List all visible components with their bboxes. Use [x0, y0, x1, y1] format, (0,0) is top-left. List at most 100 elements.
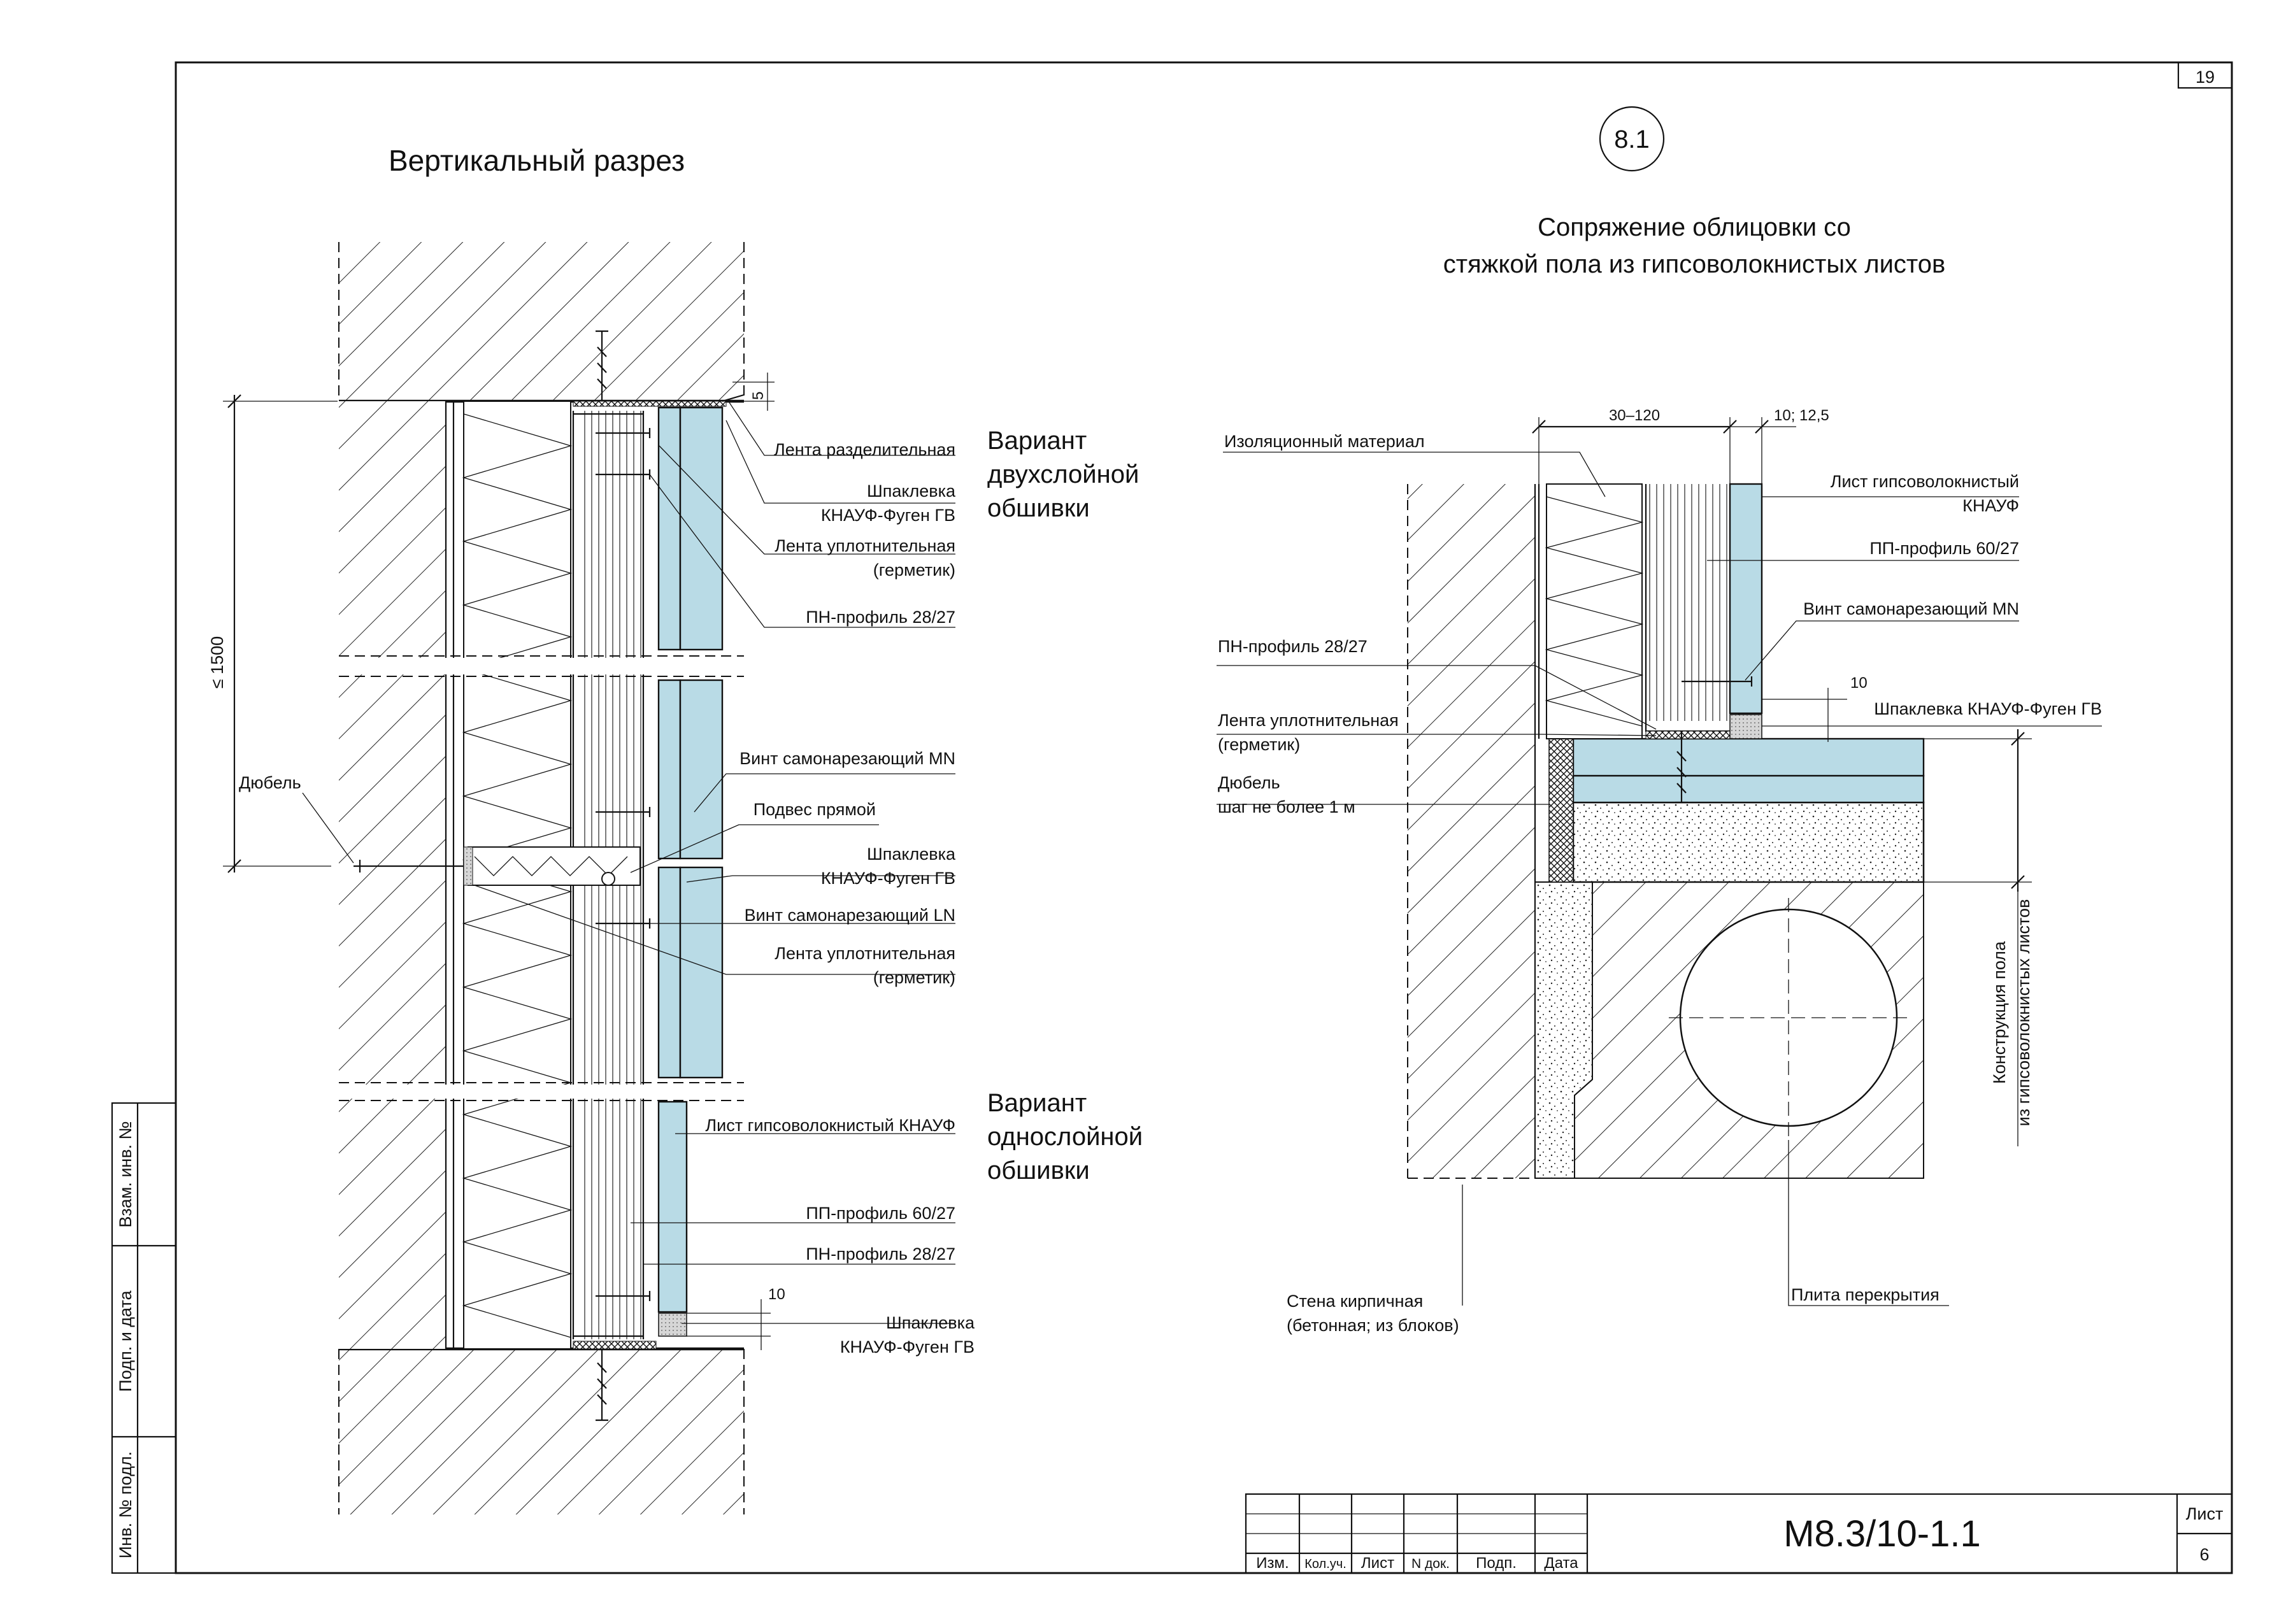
label-putty-3b: КНАУФ-Фуген ГВ — [840, 1337, 975, 1357]
side-stamp: Взам. инв. № Подп. и дата Инв. № подл. — [111, 1102, 177, 1574]
detail-number-circle — [1599, 106, 1665, 172]
label-dowel: Дюбель — [239, 773, 301, 792]
document-code: М8.3/10-1.1 — [1783, 1513, 1981, 1555]
variant-two-line3: обшивки — [987, 494, 1090, 522]
gvl-sheet-outer-top — [657, 406, 682, 651]
label-screw-ln: Винт самонарезающий LN — [745, 906, 955, 925]
label-tape-seal-2a: Лента уплотнительная — [775, 944, 955, 963]
variant-one-line1: Вариант — [987, 1089, 1087, 1117]
label-putty-1a: Шпаклевка — [867, 481, 956, 501]
gvl-sheet-single — [657, 1100, 688, 1313]
gvl-sheet-inner-low — [679, 866, 724, 1079]
right-title-line2: стяжкой пола из гипсоволокнистых листов — [1443, 250, 1946, 278]
sheet-label: Лист — [2186, 1504, 2224, 1523]
variant-two-line2: двухслойной — [987, 460, 1139, 488]
stamp-col-list: Лист — [1361, 1555, 1394, 1572]
gvl-sheet-outer-mid — [657, 679, 682, 860]
variant-one-line2: однослойной — [987, 1123, 1143, 1151]
edge-tape — [1548, 738, 1574, 883]
vertical-section: ≤ 1500 5 10 — [208, 242, 1143, 1514]
side-label-inv: Инв. № подл. — [116, 1451, 135, 1558]
side-label-vzam: Взам. инв. № — [116, 1121, 135, 1227]
gvl-sheet-inner-top — [679, 406, 724, 651]
putty-joint-bottom — [658, 1313, 687, 1337]
floor-slab — [339, 1349, 744, 1514]
label-tape-seal-b: (герметик) — [1218, 735, 1300, 754]
gvl-wall-sheet — [1729, 483, 1763, 715]
dim-10-bottom: 10 — [687, 1286, 785, 1350]
separating-tape — [573, 401, 727, 407]
side-label-podp: Подп. и дата — [116, 1290, 135, 1392]
floor-construction-1: Конструкция пола — [1990, 941, 2009, 1084]
putty-joint-right — [1729, 714, 1762, 739]
label-dowel-b: шаг не более 1 м — [1218, 797, 1355, 816]
label-brick-wall-a: Стена кирпичная — [1287, 1292, 1423, 1311]
corner-number-box — [2177, 61, 2233, 89]
dim-10-125: 10; 12,5 — [1774, 407, 1829, 424]
gvl-sheet-outer-low — [657, 866, 682, 1079]
label-hanger: Подвес прямой — [754, 800, 876, 819]
label-screw-mn: Винт самонарезающий MN — [739, 749, 955, 768]
right-title-line1: Сопряжение облицовки со — [1538, 213, 1851, 241]
label-insulation: Изоляционный материал — [1224, 432, 1425, 451]
dim-floor-construction: Конструкция пола из гипсоволокнистых лис… — [1924, 729, 2033, 1146]
label-tape-seal-1b: (герметик) — [873, 560, 955, 580]
label-pp-profile: ПП-профиль 60/27 — [806, 1204, 955, 1223]
sealing-tape-floor — [573, 1341, 657, 1350]
label-putty-right: Шпаклевка КНАУФ-Фуген ГВ — [1874, 699, 2102, 718]
screw-right — [1682, 676, 1753, 687]
stamp-col-data: Дата — [1544, 1555, 1578, 1572]
dims-top-right: 30–120 10; 12,5 — [1532, 407, 1829, 484]
direct-hanger — [354, 846, 641, 886]
label-tape-separating: Лента разделительная — [774, 440, 955, 459]
dim-1500: ≤ 1500 — [208, 394, 338, 873]
label-floor-slab: Плита перекрытия — [1791, 1285, 1939, 1304]
label-gvl-sheet-a: Лист гипсоволокнистый — [1831, 472, 2019, 491]
label-putty-2b: КНАУФ-Фуген ГВ — [821, 869, 955, 888]
stamp-col-ndok: N док. — [1411, 1556, 1450, 1571]
label-pn-profile-1: ПН-профиль 28/27 — [806, 608, 955, 627]
label-putty-2a: Шпаклевка — [867, 844, 956, 864]
dim-1500-text: ≤ 1500 — [208, 636, 227, 688]
dim-10-right: 10 — [1762, 674, 1868, 742]
dim-10-right-text: 10 — [1850, 674, 1868, 692]
detail-8-1: 30–120 10; 12,5 10 Конструкция пола из г… — [1217, 407, 2102, 1335]
label-pn-profile-2: ПН-профиль 28/27 — [806, 1244, 955, 1264]
dim-5-text: 5 — [750, 392, 767, 400]
sheet-number: 6 — [2199, 1545, 2209, 1564]
detail-number: 8.1 — [1614, 125, 1650, 153]
label-pp-profile-right: ПП-профиль 60/27 — [1869, 539, 2019, 558]
dowel-ceiling — [596, 330, 608, 401]
label-tape-seal-a: Лента уплотнительная — [1218, 711, 1399, 730]
label-brick-wall-b: (бетонная; из блоков) — [1287, 1316, 1459, 1335]
floor-construction-2: из гипсоволокнистых листов — [2014, 899, 2033, 1127]
label-putty-3a: Шпаклевка — [886, 1313, 975, 1332]
sealing-tape-right — [1645, 730, 1742, 739]
stamp-col-podp: Подп. — [1476, 1555, 1517, 1572]
label-screw-mn-right: Винт самонарезающий MN — [1803, 599, 2019, 618]
profile-cavity-right — [1646, 484, 1729, 721]
label-tape-seal-1a: Лента уплотнительная — [775, 536, 955, 555]
corner-number: 19 — [2196, 68, 2215, 87]
gvl-floor-upper — [1572, 737, 1925, 777]
dowel-right — [1675, 731, 1688, 804]
leaders-right — [1217, 452, 2102, 1306]
screed-dry-fill — [1572, 801, 1925, 883]
left-title: Вертикальный разрез — [389, 144, 685, 177]
label-gvl-sheet: Лист гипсоволокнистый КНАУФ — [705, 1116, 955, 1135]
dim-30-120: 30–120 — [1609, 407, 1660, 424]
title-block: Изм. Кол.уч. Лист N док. Подп. Дата М8.3… — [1245, 1493, 2233, 1574]
masonry-wall — [339, 401, 446, 1349]
brick-wall — [1408, 484, 1535, 1178]
label-gvl-sheet-b: КНАУФ — [1962, 496, 2019, 515]
ceiling-slab — [339, 242, 744, 401]
dim-10-bottom-text: 10 — [768, 1286, 785, 1303]
stamp-col-izm: Изм. — [1256, 1555, 1289, 1572]
gvl-sheet-inner-mid — [679, 679, 724, 860]
leaders-left — [302, 402, 955, 1324]
variant-two-line1: Вариант — [987, 427, 1087, 455]
label-pn-profile-right: ПН-профиль 28/27 — [1218, 637, 1368, 656]
label-putty-1b: КНАУФ-Фуген ГВ — [821, 506, 955, 525]
label-dowel-a: Дюбель — [1218, 773, 1280, 792]
